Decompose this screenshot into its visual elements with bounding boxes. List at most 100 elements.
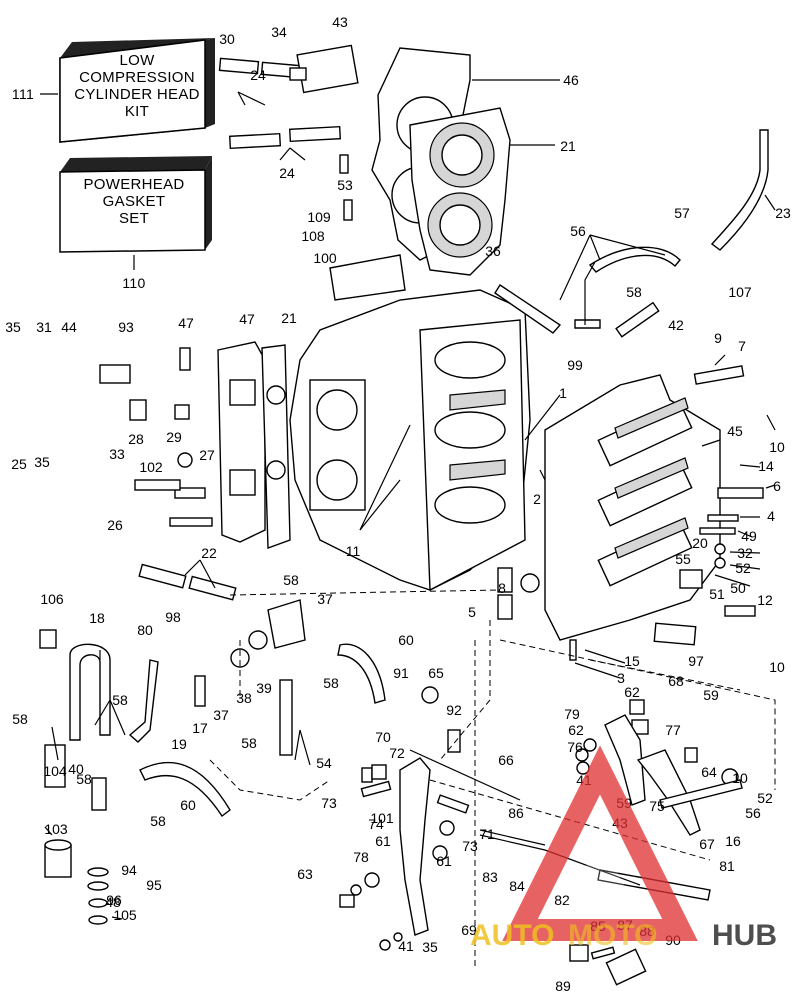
callout-5: 5 [468, 604, 476, 620]
callout-19: 19 [171, 736, 187, 752]
watermark-part3: HUB [712, 919, 777, 952]
callout-6: 6 [773, 478, 781, 494]
kit-line: GASKET [102, 193, 166, 210]
callout-59: 59 [703, 687, 719, 703]
callout-98: 98 [165, 609, 181, 625]
callout-36: 36 [485, 243, 501, 259]
callout-37: 37 [213, 707, 229, 723]
kit-110-callout: 110 [122, 275, 146, 291]
callout-57: 57 [674, 205, 690, 221]
kit-line: COMPRESSION [79, 69, 195, 86]
head-gasket-21 [409, 107, 511, 276]
callout-17: 17 [192, 720, 208, 736]
callout-37: 37 [317, 591, 333, 607]
callout-92: 92 [446, 702, 462, 718]
callout-80: 80 [137, 622, 153, 638]
kit-line: SET [118, 210, 150, 227]
callout-89: 89 [555, 978, 571, 994]
callout-70: 70 [375, 729, 391, 745]
callout-20: 20 [692, 535, 708, 551]
watermark-text: AUTO MOTO HUB [470, 919, 777, 952]
callout-94: 94 [121, 862, 137, 878]
callout-58: 58 [241, 735, 257, 751]
callout-53: 53 [337, 177, 353, 193]
powerhead-gasket-set-box [59, 156, 212, 253]
callout-11: 11 [346, 543, 361, 559]
callout-18: 18 [89, 610, 105, 626]
callout-58: 58 [112, 692, 128, 708]
kit-line: CYLINDER HEAD [74, 86, 200, 103]
callout-38: 38 [236, 690, 252, 706]
callout-64: 64 [701, 764, 717, 780]
callout-45: 45 [727, 423, 743, 439]
callout-75: 75 [649, 798, 665, 814]
callout-10: 10 [732, 770, 748, 786]
callout-28: 28 [128, 431, 144, 447]
callout-42: 42 [668, 317, 684, 333]
callout-39: 39 [256, 680, 272, 696]
callout-105: 105 [113, 907, 137, 923]
callout-35: 35 [34, 454, 50, 470]
callout-51: 51 [709, 586, 725, 602]
hoses [69, 57, 769, 818]
callout-47: 47 [178, 315, 194, 331]
callout-83: 83 [482, 869, 498, 885]
callout-21: 21 [281, 310, 297, 326]
callout-58: 58 [323, 675, 339, 691]
small-parts [39, 44, 764, 986]
callout-24: 24 [279, 165, 295, 181]
callout-103: 103 [44, 821, 68, 837]
callout-48: 48 [105, 894, 121, 910]
callout-52: 52 [735, 560, 751, 576]
callout-73: 73 [462, 838, 478, 854]
callout-104: 104 [43, 763, 67, 779]
callout-1: 1 [559, 385, 567, 401]
callout-108: 108 [301, 228, 325, 244]
callout-34: 34 [271, 24, 287, 40]
callout-26: 26 [107, 517, 123, 533]
callout-23: 23 [775, 205, 791, 221]
low-compression-kit-box [59, 38, 215, 143]
callout-30: 30 [219, 31, 235, 47]
callout-22: 22 [201, 545, 217, 561]
callout-95: 95 [146, 877, 162, 893]
callout-16: 16 [725, 833, 741, 849]
callout-97: 97 [688, 653, 704, 669]
callout-10: 10 [769, 439, 785, 455]
callout-15: 15 [624, 653, 640, 669]
callout-67: 67 [699, 836, 715, 852]
kit-line: LOW [119, 52, 155, 69]
callout-7: 7 [738, 338, 746, 354]
leader-lines [40, 79, 776, 920]
callout-71: 71 [479, 826, 495, 842]
callout-25: 25 [11, 456, 27, 472]
callout-9: 9 [714, 330, 722, 346]
callout-77: 77 [665, 722, 681, 738]
callout-58: 58 [283, 572, 299, 588]
callout-102: 102 [139, 459, 163, 475]
callout-3: 3 [617, 670, 625, 686]
low-compression-kit-label: LOW COMPRESSION CYLINDER HEAD KIT [68, 52, 206, 120]
callout-79: 79 [564, 706, 580, 722]
callout-14: 14 [758, 458, 774, 474]
callout-56: 56 [570, 223, 586, 239]
callout-54: 54 [316, 755, 332, 771]
callout-62: 62 [624, 684, 640, 700]
callout-72: 72 [389, 745, 405, 761]
callout-81: 81 [719, 858, 735, 874]
powerhead-gasket-set-label: POWERHEAD GASKET SET [66, 176, 202, 227]
watermark-part1: AUTO [470, 919, 554, 952]
callout-58: 58 [12, 711, 28, 727]
exhaust-cover-47 [217, 341, 266, 543]
callout-66: 66 [498, 752, 514, 768]
callout-65: 65 [428, 665, 444, 681]
callout-52: 52 [757, 790, 773, 806]
callout-60: 60 [398, 632, 414, 648]
callout-50: 50 [730, 580, 746, 596]
callout-31: 31 [36, 319, 52, 335]
callout-33: 33 [109, 446, 125, 462]
callout-82: 82 [554, 892, 570, 908]
callout-84: 84 [509, 878, 525, 894]
callout-43: 43 [332, 14, 348, 30]
